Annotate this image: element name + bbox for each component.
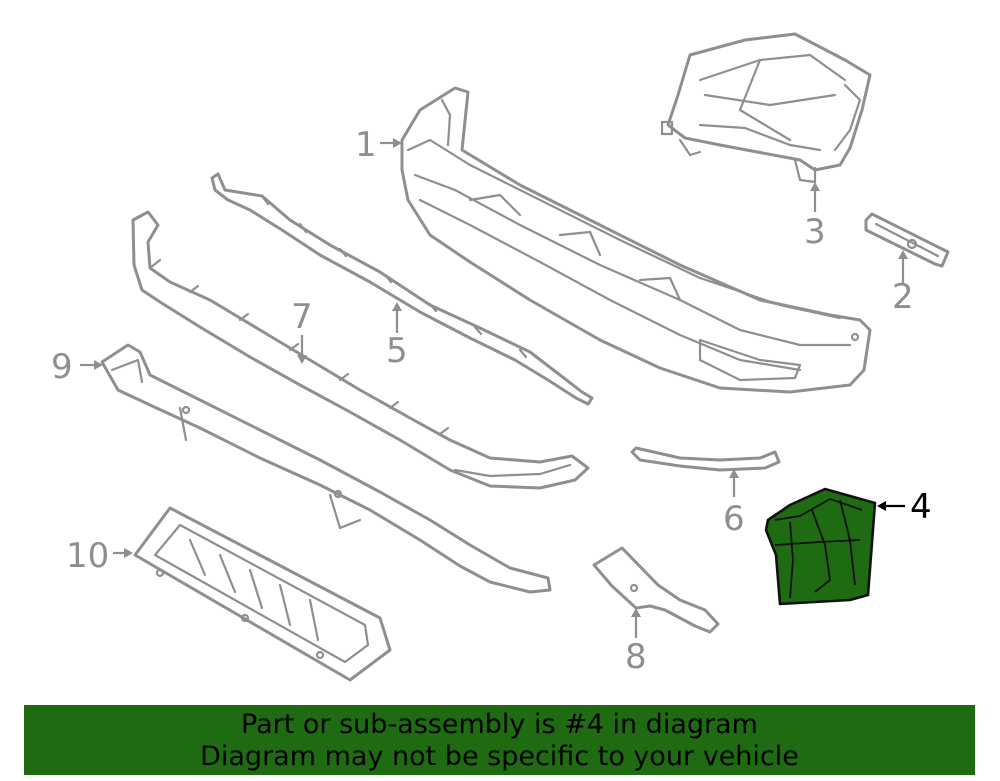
part-5-upper-molding[interactable] — [210, 172, 594, 406]
callout-1: 1 — [355, 125, 377, 165]
callout-7: 7 — [291, 297, 313, 337]
part-10-skid-plate[interactable] — [133, 506, 392, 682]
callout-3: 3 — [804, 212, 826, 252]
banner-line-disclaimer: Diagram may not be specific to your vehi… — [200, 741, 799, 772]
part-3-grille-bracket[interactable] — [660, 32, 872, 184]
callout-5: 5 — [386, 331, 408, 371]
callout-numbers: 1 2 3 4 5 6 7 8 9 10 — [51, 125, 932, 677]
callout-10: 10 — [66, 536, 109, 576]
callout-8: 8 — [625, 637, 647, 677]
part-9-lower-valance[interactable] — [100, 343, 552, 594]
leader-lines — [80, 138, 908, 638]
part-8-lower-bracket[interactable] — [592, 546, 720, 634]
callout-9: 9 — [51, 347, 73, 387]
part-2-trim-bracket[interactable] — [864, 212, 950, 268]
banner-line-part: Part or sub-assembly is #4 in diagram — [241, 709, 758, 740]
part-1-bumper-cover[interactable] — [400, 86, 872, 394]
part-6-small-molding[interactable] — [630, 446, 781, 472]
part-4-air-deflector-highlighted[interactable] — [764, 487, 877, 606]
callout-4: 4 — [910, 487, 932, 527]
part-7-lower-molding[interactable] — [131, 210, 590, 490]
callout-6: 6 — [723, 499, 745, 539]
info-banner: Part or sub-assembly is #4 in diagram Di… — [24, 705, 975, 775]
callout-2: 2 — [892, 277, 914, 317]
